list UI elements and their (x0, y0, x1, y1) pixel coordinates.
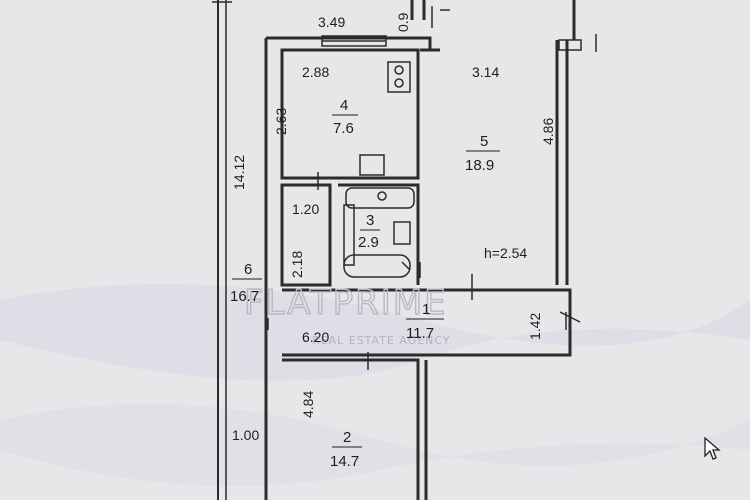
dim-total-height: 14.12 (231, 155, 247, 190)
watermark-tagline: REAL ESTATE AGENCY (312, 334, 451, 347)
room-area: 14.7 (330, 453, 359, 470)
room-3-label: 3 2.9 (358, 212, 380, 251)
dim-room5-width: 3.14 (472, 64, 499, 80)
room-area: 11.7 (406, 325, 434, 342)
dim-corridor-width: 1.42 (527, 313, 543, 340)
room-number: 4 (340, 97, 348, 114)
window-marks (267, 6, 597, 370)
dim-corridor-length: 6.20 (302, 329, 329, 345)
dim-room4-width: 2.88 (302, 64, 329, 80)
room-area: 2.9 (358, 234, 379, 251)
dim-room5-height: 4.86 (540, 118, 556, 145)
dim-room2-height: 4.84 (300, 391, 316, 418)
dim-room3-width: 1.20 (292, 201, 319, 217)
dim-room3-height: 2.18 (289, 251, 305, 278)
kitchen-sink (359, 154, 385, 176)
dim-balcony-width: 1.00 (232, 427, 259, 443)
ceiling-height: h=2.54 (484, 245, 527, 261)
dim-top-width: 3.49 (318, 14, 345, 30)
walls (264, 0, 576, 500)
room-number: 3 (366, 212, 374, 229)
room-6-label: 6 16.7 (230, 261, 262, 305)
watermark-brand: FLATPRIME (244, 283, 448, 323)
room-2-label: 2 14.7 (330, 429, 362, 470)
bathroom-fixtures (343, 187, 415, 278)
room-1-label: 1 11.7 (406, 301, 444, 342)
moire-band (0, 284, 750, 381)
dim-room4-height: 2.63 (273, 108, 289, 135)
room-number: 2 (343, 429, 351, 446)
room-5-label: 5 18.9 (465, 133, 500, 174)
room-area: 7.6 (333, 120, 354, 137)
kitchen-stove (387, 61, 411, 93)
room-number: 1 (422, 301, 430, 318)
moire-band (0, 404, 750, 486)
mouse-pointer-icon (704, 436, 721, 460)
room-number: 5 (480, 133, 488, 150)
room-4-label: 4 7.6 (332, 97, 358, 137)
dim-top-small: 0.9 (395, 12, 411, 32)
room-number: 6 (244, 261, 252, 278)
room-area: 16.7 (230, 288, 259, 305)
room-area: 18.9 (465, 157, 494, 174)
